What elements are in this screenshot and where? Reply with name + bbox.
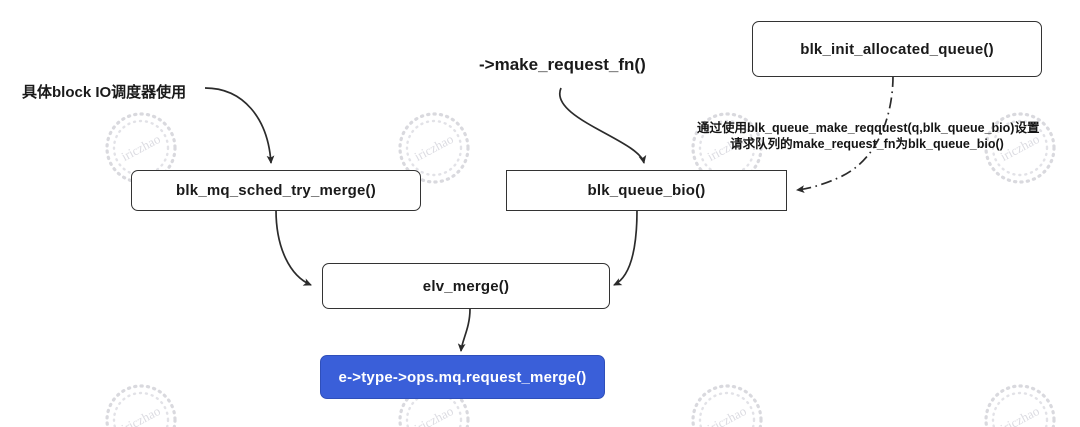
edge-make-request-to-blk-queue-bio xyxy=(558,87,647,164)
make-request-fn-label: ->make_request_fn() xyxy=(479,55,646,74)
edge-scheduler-to-try-merge xyxy=(204,87,275,164)
edge-blk-queue-bio-to-elv-merge xyxy=(613,209,638,286)
node-blk-init-allocated-queue[interactable]: blk_init_allocated_queue() xyxy=(752,21,1042,77)
node-request-merge[interactable]: e->type->ops.mq.request_merge() xyxy=(320,355,605,399)
node-elv-merge[interactable]: elv_merge() xyxy=(322,263,610,309)
node-blk-queue-bio[interactable]: blk_queue_bio() xyxy=(506,170,787,211)
node-blk-mq-sched-try-merge[interactable]: blk_mq_sched_try_merge() xyxy=(131,170,421,211)
edge-elv-merge-to-request-merge xyxy=(457,308,471,352)
edge-try-merge-to-elv-merge xyxy=(275,209,312,286)
queue-make-request-note: 通过使用blk_queue_make_reqquest(q,blk_queue_… xyxy=(697,120,1040,152)
edge-init-queue-to-blk-queue-bio xyxy=(796,75,894,194)
scheduler-annotation-label: 具体block IO调度器使用 xyxy=(22,84,187,101)
note-line-1: 通过使用blk_queue_make_reqquest(q,blk_queue_… xyxy=(697,121,1040,135)
note-line-2: 请求队列的make_request_fn为blk_queue_bio() xyxy=(730,137,1004,151)
